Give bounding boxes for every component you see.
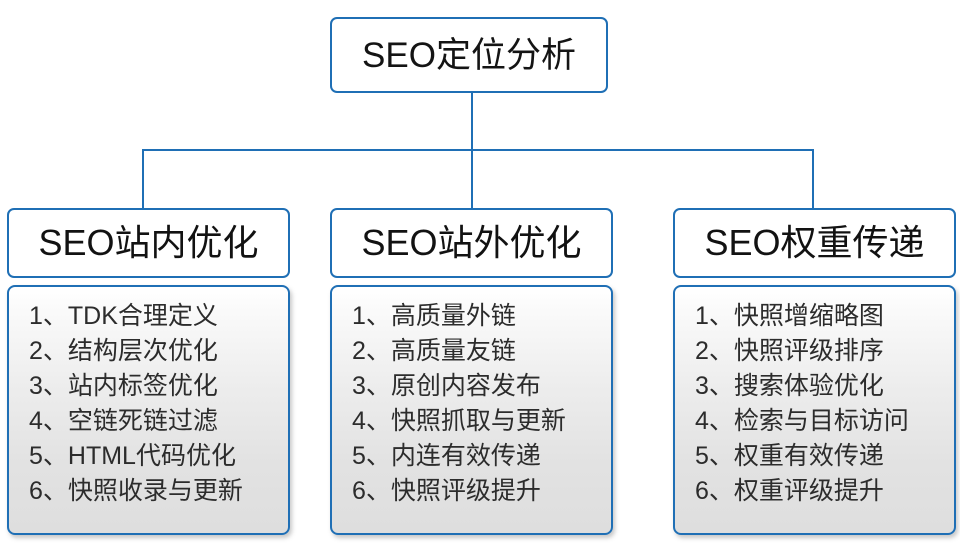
- branch-header-weight-transfer[interactable]: SEO权重传递: [673, 208, 956, 278]
- list-item-index: 4、: [29, 407, 68, 435]
- list-item[interactable]: 6、 快照评级提升: [352, 474, 611, 509]
- list-item-index: 6、: [352, 477, 391, 505]
- list-item-label: 快照评级提升: [390, 477, 541, 505]
- root-node[interactable]: SEO定位分析: [330, 17, 608, 93]
- item-list: 1、 高质量外链 2、 高质量友链 3、 原创内容发布 4、 快照抓取与更新 5…: [332, 299, 611, 509]
- list-item[interactable]: 5、 HTML代码优化: [29, 439, 288, 474]
- branch-body-on-site: 1、 TDK合理定义 2、 结构层次优化 3、 站内标签优化 4、 空链死链过滤…: [7, 285, 290, 535]
- list-item-index: 1、: [29, 302, 68, 330]
- list-item-index: 6、: [695, 477, 734, 505]
- list-item-index: 1、: [695, 302, 734, 330]
- list-item-label: 快照抓取与更新: [390, 407, 566, 435]
- list-item[interactable]: 2、 高质量友链: [352, 334, 611, 369]
- list-item[interactable]: 6、 权重评级提升: [695, 474, 954, 509]
- branch-body-off-site: 1、 高质量外链 2、 高质量友链 3、 原创内容发布 4、 快照抓取与更新 5…: [330, 285, 613, 535]
- branch-header-on-site[interactable]: SEO站内优化: [7, 208, 290, 278]
- branch-off-site: SEO站外优化 1、 高质量外链 2、 高质量友链 3、 原创内容发布 4、 快: [330, 208, 613, 535]
- list-item-label: 快照增缩略图: [733, 302, 884, 330]
- list-item-index: 4、: [352, 407, 391, 435]
- item-list: 1、 快照增缩略图 2、 快照评级排序 3、 搜索体验优化 4、 检索与目标访问…: [675, 299, 954, 509]
- list-item-index: 2、: [695, 337, 734, 365]
- list-item-label: HTML代码优化: [67, 442, 236, 470]
- branch-header-label: SEO站内优化: [38, 222, 259, 263]
- list-item-index: 1、: [352, 302, 391, 330]
- branch-header-off-site[interactable]: SEO站外优化: [330, 208, 613, 278]
- list-item-label: 权重有效传递: [733, 442, 884, 470]
- list-item-label: 内连有效传递: [390, 442, 541, 470]
- list-item-index: 4、: [695, 407, 734, 435]
- list-item-label: 检索与目标访问: [733, 407, 909, 435]
- branch-header-label: SEO站外优化: [361, 222, 582, 263]
- list-item-index: 5、: [29, 442, 68, 470]
- list-item-label: TDK合理定义: [67, 302, 218, 330]
- list-item[interactable]: 4、 快照抓取与更新: [352, 404, 611, 439]
- item-list: 1、 TDK合理定义 2、 结构层次优化 3、 站内标签优化 4、 空链死链过滤…: [9, 299, 288, 509]
- root-node-label: SEO定位分析: [362, 35, 576, 75]
- list-item[interactable]: 3、 原创内容发布: [352, 369, 611, 404]
- list-item[interactable]: 1、 TDK合理定义: [29, 299, 288, 334]
- branch-body-weight-transfer: 1、 快照增缩略图 2、 快照评级排序 3、 搜索体验优化 4、 检索与目标访问…: [673, 285, 956, 535]
- list-item[interactable]: 6、 快照收录与更新: [29, 474, 288, 509]
- list-item-label: 站内标签优化: [67, 372, 218, 400]
- list-item-label: 快照评级排序: [733, 337, 884, 365]
- list-item[interactable]: 3、 站内标签优化: [29, 369, 288, 404]
- list-item-index: 3、: [352, 372, 391, 400]
- list-item[interactable]: 5、 内连有效传递: [352, 439, 611, 474]
- list-item-index: 2、: [29, 337, 68, 365]
- list-item[interactable]: 4、 检索与目标访问: [695, 404, 954, 439]
- list-item-label: 权重评级提升: [733, 477, 884, 505]
- list-item[interactable]: 2、 快照评级排序: [695, 334, 954, 369]
- list-item-label: 快照收录与更新: [67, 477, 243, 505]
- list-item[interactable]: 4、 空链死链过滤: [29, 404, 288, 439]
- list-item-label: 结构层次优化: [67, 337, 218, 365]
- list-item-index: 2、: [352, 337, 391, 365]
- branch-on-site: SEO站内优化 1、 TDK合理定义 2、 结构层次优化 3、 站内标签优化 4…: [7, 208, 290, 535]
- list-item[interactable]: 1、 高质量外链: [352, 299, 611, 334]
- list-item[interactable]: 2、 结构层次优化: [29, 334, 288, 369]
- list-item[interactable]: 5、 权重有效传递: [695, 439, 954, 474]
- list-item-index: 6、: [29, 477, 68, 505]
- list-item-label: 空链死链过滤: [67, 407, 218, 435]
- list-item-index: 5、: [695, 442, 734, 470]
- list-item-label: 原创内容发布: [390, 372, 541, 400]
- branch-weight-transfer: SEO权重传递 1、 快照增缩略图 2、 快照评级排序 3、 搜索体验优化 4、: [673, 208, 956, 535]
- list-item[interactable]: 1、 快照增缩略图: [695, 299, 954, 334]
- list-item-label: 高质量外链: [390, 302, 516, 330]
- branch-header-label: SEO权重传递: [704, 222, 925, 263]
- list-item-label: 高质量友链: [390, 337, 516, 365]
- list-item-index: 3、: [695, 372, 734, 400]
- list-item-index: 5、: [352, 442, 391, 470]
- list-item-index: 3、: [29, 372, 68, 400]
- list-item-label: 搜索体验优化: [733, 372, 884, 400]
- list-item[interactable]: 3、 搜索体验优化: [695, 369, 954, 404]
